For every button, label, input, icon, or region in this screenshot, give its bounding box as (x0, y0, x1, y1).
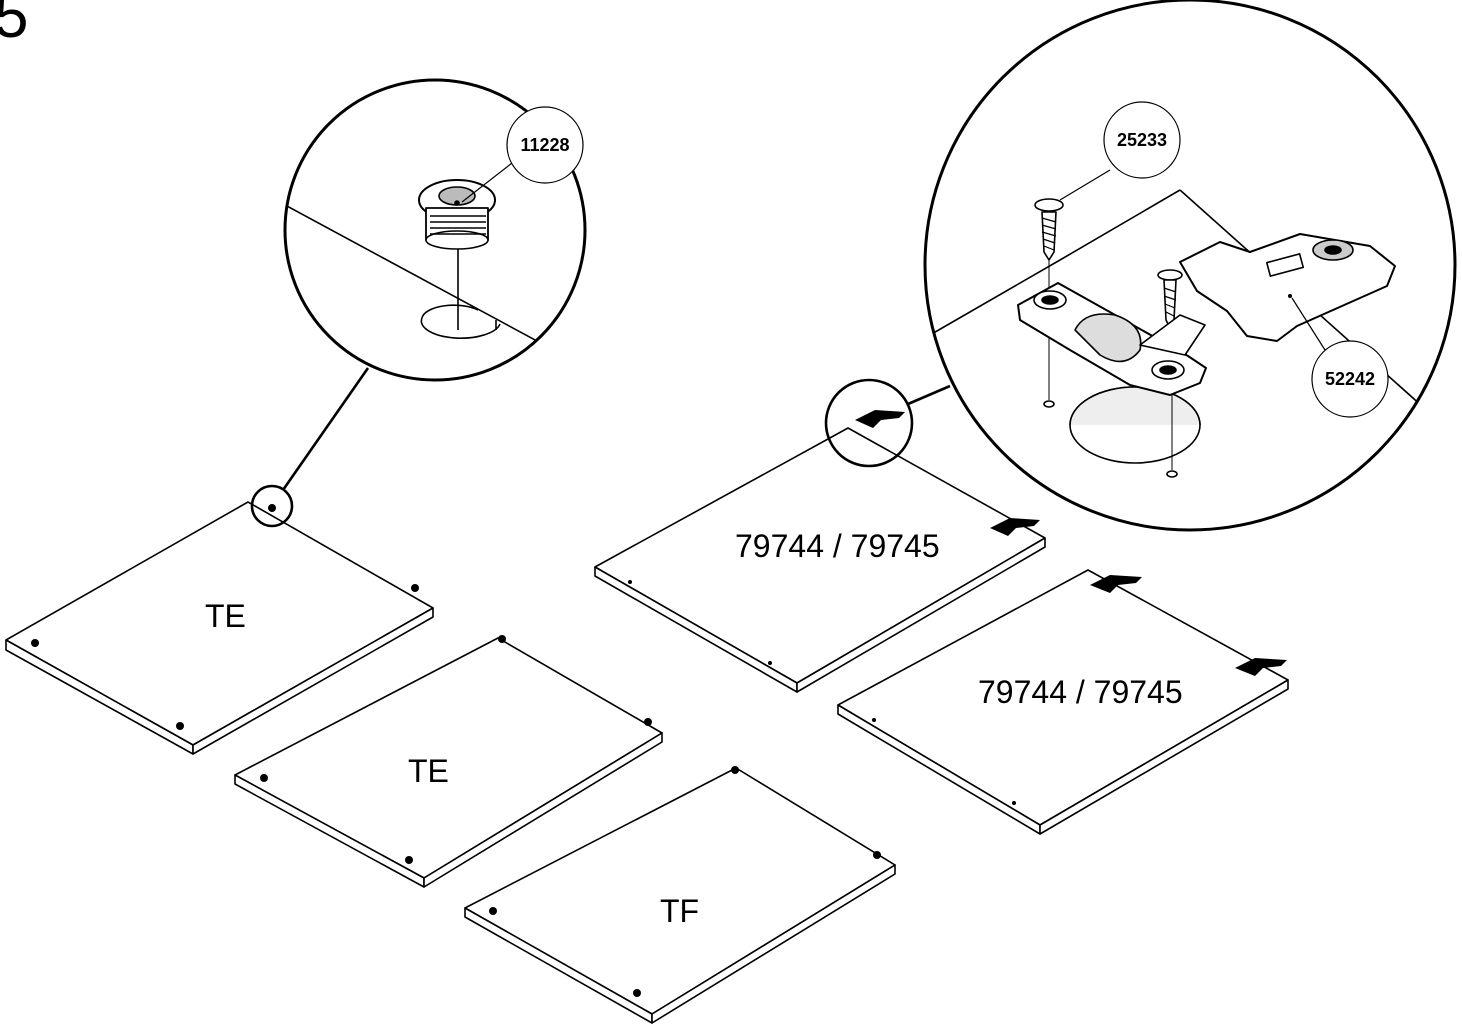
part-number-screw: 25233 (1117, 130, 1167, 150)
door-panel-2: 79744 / 79745 (837, 569, 1289, 835)
detail-circle-hinge: 25233 52242 (923, 0, 1457, 532)
hinge-arm-icon (1139, 233, 1396, 356)
panel-tf: TF (464, 766, 896, 1024)
part-callout-25233 (1103, 101, 1181, 179)
panel-label-te-2: TE (408, 753, 449, 789)
part-number-hinge: 52242 (1325, 369, 1375, 389)
door-label-2: 79744 / 79745 (978, 674, 1183, 710)
part-callout-52242 (1311, 340, 1389, 418)
hinge-icon (628, 410, 1040, 665)
panel-te-1: TE (5, 501, 434, 755)
part-callout-11228 (506, 106, 584, 184)
door-label-1: 79744 / 79745 (735, 528, 940, 564)
leader-line (907, 384, 951, 406)
door-panel-1: 79744 / 79745 (594, 410, 1046, 693)
panel-te-2: TE (234, 635, 663, 888)
hinge-plate-icon (1017, 282, 1207, 396)
cam-fitting-icon (31, 504, 419, 730)
cam-fitting-icon (418, 179, 496, 250)
panel-label-te-1: TE (205, 598, 246, 634)
step-number: 5 (0, 0, 29, 51)
panel-label-tf: TF (660, 893, 699, 929)
hinge-icon (872, 575, 1287, 805)
leader-line (281, 367, 370, 491)
detail-circle-cam: 11228 (283, 78, 587, 382)
part-number-cam: 11228 (520, 135, 569, 155)
detail-marker-cam (250, 484, 294, 528)
detail-marker-hinge (824, 378, 914, 468)
